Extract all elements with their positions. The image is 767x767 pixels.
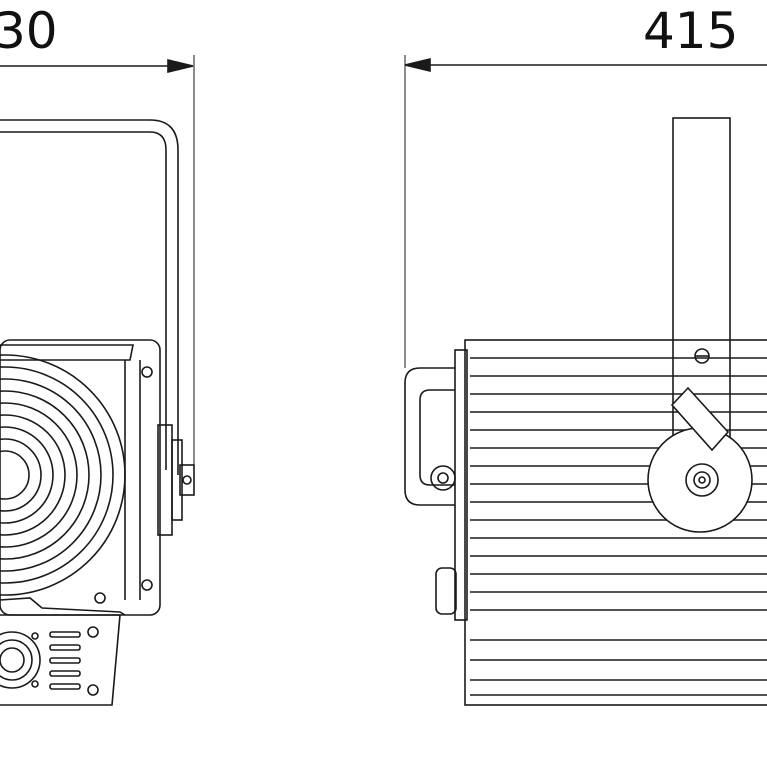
dimension-label-right: 415 (643, 2, 739, 60)
fan-grille (0, 631, 41, 689)
dimension-label-left: 30 (0, 2, 58, 60)
fresnel-lens (0, 354, 126, 596)
side-view-fixture (404, 117, 767, 706)
right-dimension-line (404, 55, 767, 368)
left-dimension-line (0, 55, 195, 480)
front-view-fixture (0, 119, 195, 706)
vent-slots (49, 631, 81, 690)
